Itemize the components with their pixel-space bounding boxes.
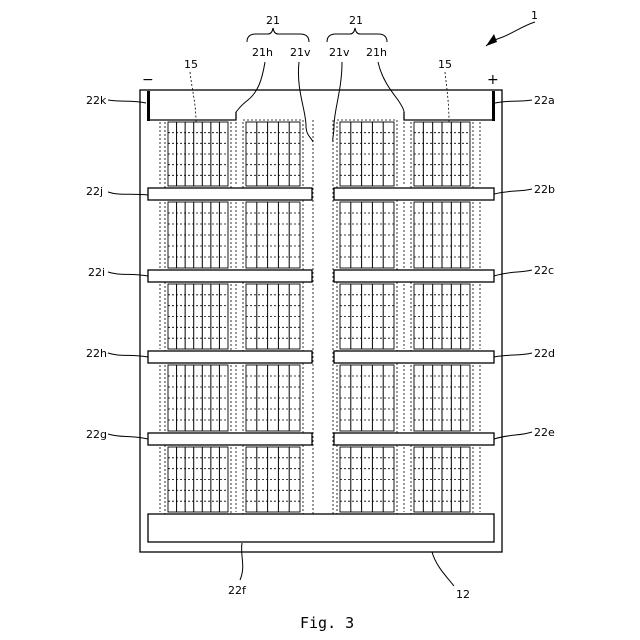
cell-15-right-label: 15 (438, 58, 452, 71)
bus-label-22d: 22d (534, 347, 555, 360)
bus-bar-22a-cap (492, 91, 495, 121)
sub-21h-left-label: 21h (252, 46, 273, 59)
bus-label-22i: 22i (88, 266, 105, 279)
bus-label-22e: 22e (534, 426, 555, 439)
bus-bar-22a (404, 91, 494, 120)
group-21-left-label: 21 (266, 14, 280, 27)
sub-21v-right-label: 21v (329, 46, 350, 59)
bus-bar-22j-left (148, 188, 312, 200)
cell-15-left-label: 15 (184, 58, 198, 71)
bus-label-22k: 22k (86, 94, 107, 107)
bus-label-22f: 22f (228, 584, 247, 597)
minus-terminal-label: − (142, 72, 154, 88)
bus-bar-22c-right (334, 270, 494, 282)
bus-label-22c: 22c (534, 264, 554, 277)
bus-bar-22f (148, 514, 494, 542)
bus-label-22h: 22h (86, 347, 107, 360)
bus-label-22a: 22a (534, 94, 555, 107)
bus-bar-22b-right (334, 188, 494, 200)
bus-label-22j: 22j (86, 185, 103, 198)
figure-caption: Fig. 3 (300, 614, 354, 632)
bus-bar-22d-right (334, 351, 494, 363)
bus-bar-22e-right (334, 433, 494, 445)
bus-label-22g: 22g (86, 428, 107, 441)
plus-terminal-label: + (487, 72, 499, 88)
group-21-right-label: 21 (349, 14, 363, 27)
sub-21h-right-label: 21h (366, 46, 387, 59)
substrate-label-12: 12 (456, 588, 470, 601)
bus-bar-22i-left (148, 270, 312, 282)
sub-21v-left-label: 21v (290, 46, 311, 59)
bus-bar-22k (148, 91, 236, 120)
ref-1-label: 1 (531, 9, 538, 22)
cell-array (160, 120, 480, 514)
bus-label-22b: 22b (534, 183, 555, 196)
bus-bar-22g-left (148, 433, 312, 445)
bus-bar-22k-cap (147, 91, 150, 121)
bus-bar-22h-left (148, 351, 312, 363)
